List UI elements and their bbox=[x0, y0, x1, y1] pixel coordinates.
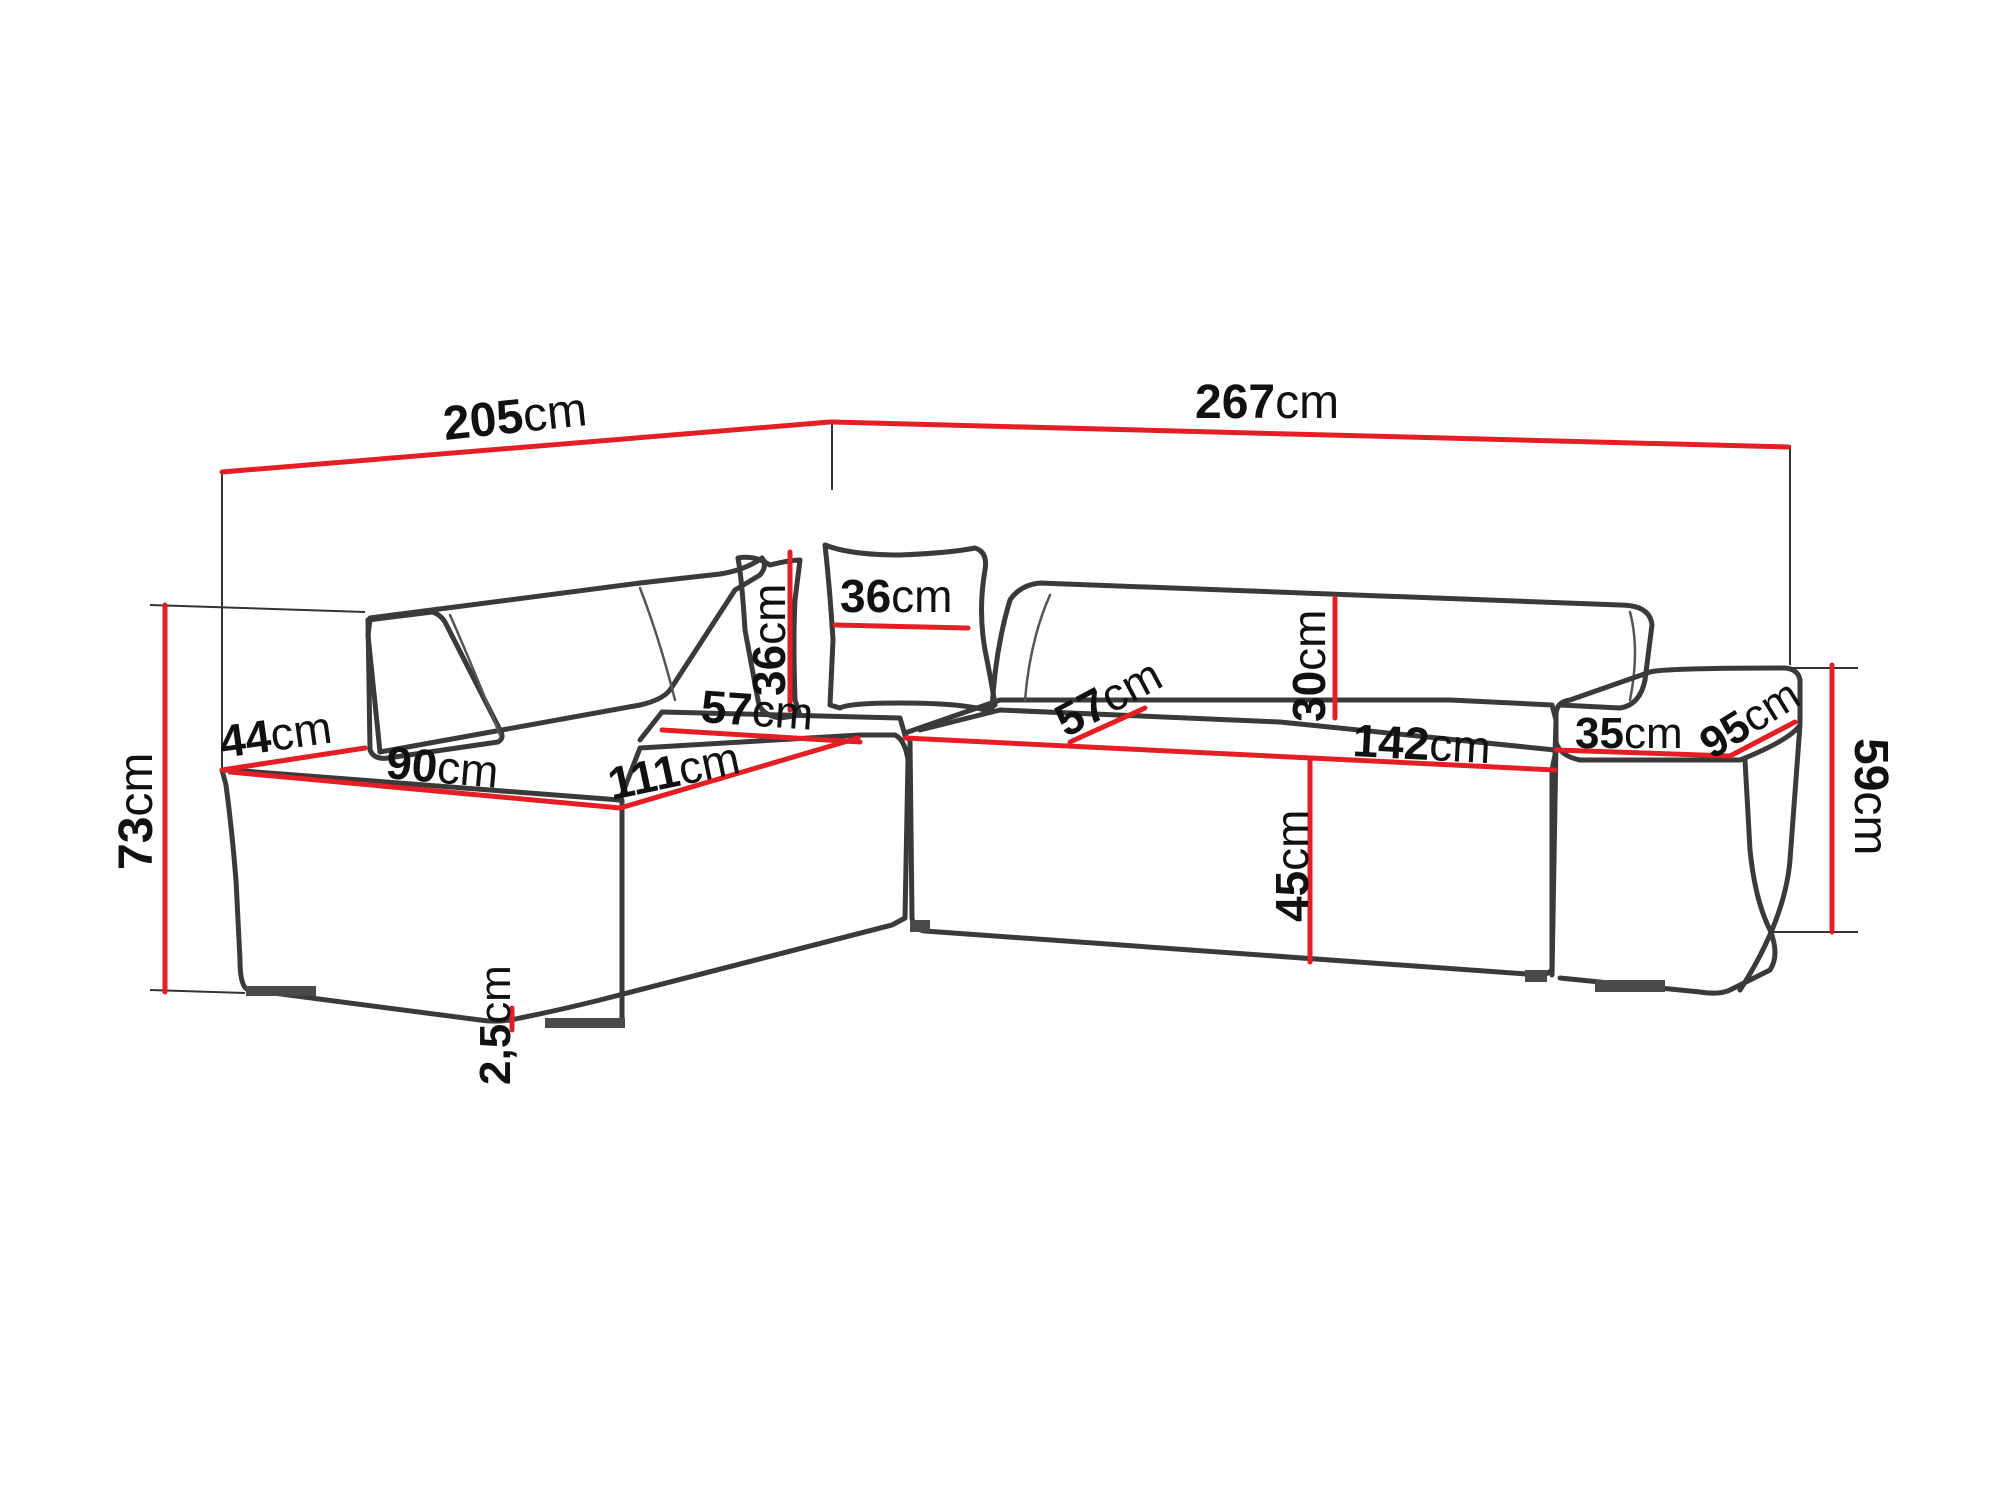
dimension-lines bbox=[162, 419, 1835, 1033]
dimline-pillow-width bbox=[832, 622, 971, 631]
right-arm-inner-edge bbox=[1549, 742, 1559, 978]
label-foot-height: 2,5cm bbox=[471, 965, 520, 1085]
right-arm-outer-edge bbox=[1557, 757, 1778, 996]
label-arm-width: 35cm bbox=[1575, 709, 1683, 758]
right-seat-front-top bbox=[917, 707, 1558, 753]
left-cushion-seam bbox=[448, 613, 502, 737]
label-backrest-height: 30cm bbox=[1283, 610, 1335, 723]
foot-middle bbox=[910, 920, 930, 932]
left-arm-top bbox=[365, 609, 505, 761]
back-pillow bbox=[735, 554, 803, 721]
label-right-seat-width: 142cm bbox=[1351, 714, 1492, 773]
dimline-left-seat-width bbox=[227, 769, 623, 811]
foot-right-outer bbox=[1595, 980, 1665, 992]
front-pillow bbox=[822, 542, 998, 713]
label-pillow-width: 36cm bbox=[840, 570, 953, 622]
right-backrest-edge bbox=[1628, 610, 1637, 702]
right-arm-side bbox=[1737, 722, 1803, 993]
label-seat-height: 45cm bbox=[1266, 810, 1318, 923]
foot-front-left bbox=[246, 986, 316, 996]
right-backrest bbox=[989, 580, 1655, 713]
label-left-arm-depth: 44cm bbox=[216, 701, 335, 768]
dimline-overall-width-right bbox=[829, 419, 1791, 450]
dimline-chaise-length bbox=[617, 735, 861, 811]
left-cushion-seam-2 bbox=[638, 586, 677, 702]
dimline-arm-depth bbox=[1727, 719, 1798, 759]
dimline-right-seat-depth bbox=[1067, 705, 1148, 745]
dimline-arm-width bbox=[1553, 747, 1733, 759]
corner-seat-top bbox=[637, 709, 908, 743]
extension-height-top bbox=[149, 604, 366, 613]
label-pillow-height: 36cm bbox=[743, 584, 795, 697]
label-corner-seat-depth: 57cm bbox=[699, 680, 815, 740]
label-arm-height: 59cm bbox=[1844, 738, 1897, 855]
sofa-feet bbox=[246, 920, 1665, 1028]
label-overall-width-left: 205cm bbox=[441, 383, 590, 451]
label-overall-width-right: 267cm bbox=[1195, 376, 1339, 429]
label-chaise-length: 111cm bbox=[603, 731, 744, 810]
dimline-left-arm-depth bbox=[219, 745, 368, 773]
left-module-body bbox=[219, 732, 911, 1024]
foot-right-inner bbox=[1525, 970, 1547, 982]
label-right-seat-depth: 57cm bbox=[1046, 648, 1170, 747]
label-left-seat-width: 90cm bbox=[384, 736, 501, 798]
dimline-right-seat-width bbox=[902, 735, 1558, 773]
label-total-height: 73cm bbox=[110, 753, 163, 870]
dimline-overall-width-left bbox=[219, 419, 833, 475]
extension-lines bbox=[149, 420, 1858, 994]
right-cushion-seam bbox=[1023, 593, 1052, 702]
foot-front-corner bbox=[545, 1018, 625, 1028]
dimline-corner-seat-depth bbox=[659, 727, 863, 745]
right-arm-top bbox=[1553, 665, 1803, 763]
